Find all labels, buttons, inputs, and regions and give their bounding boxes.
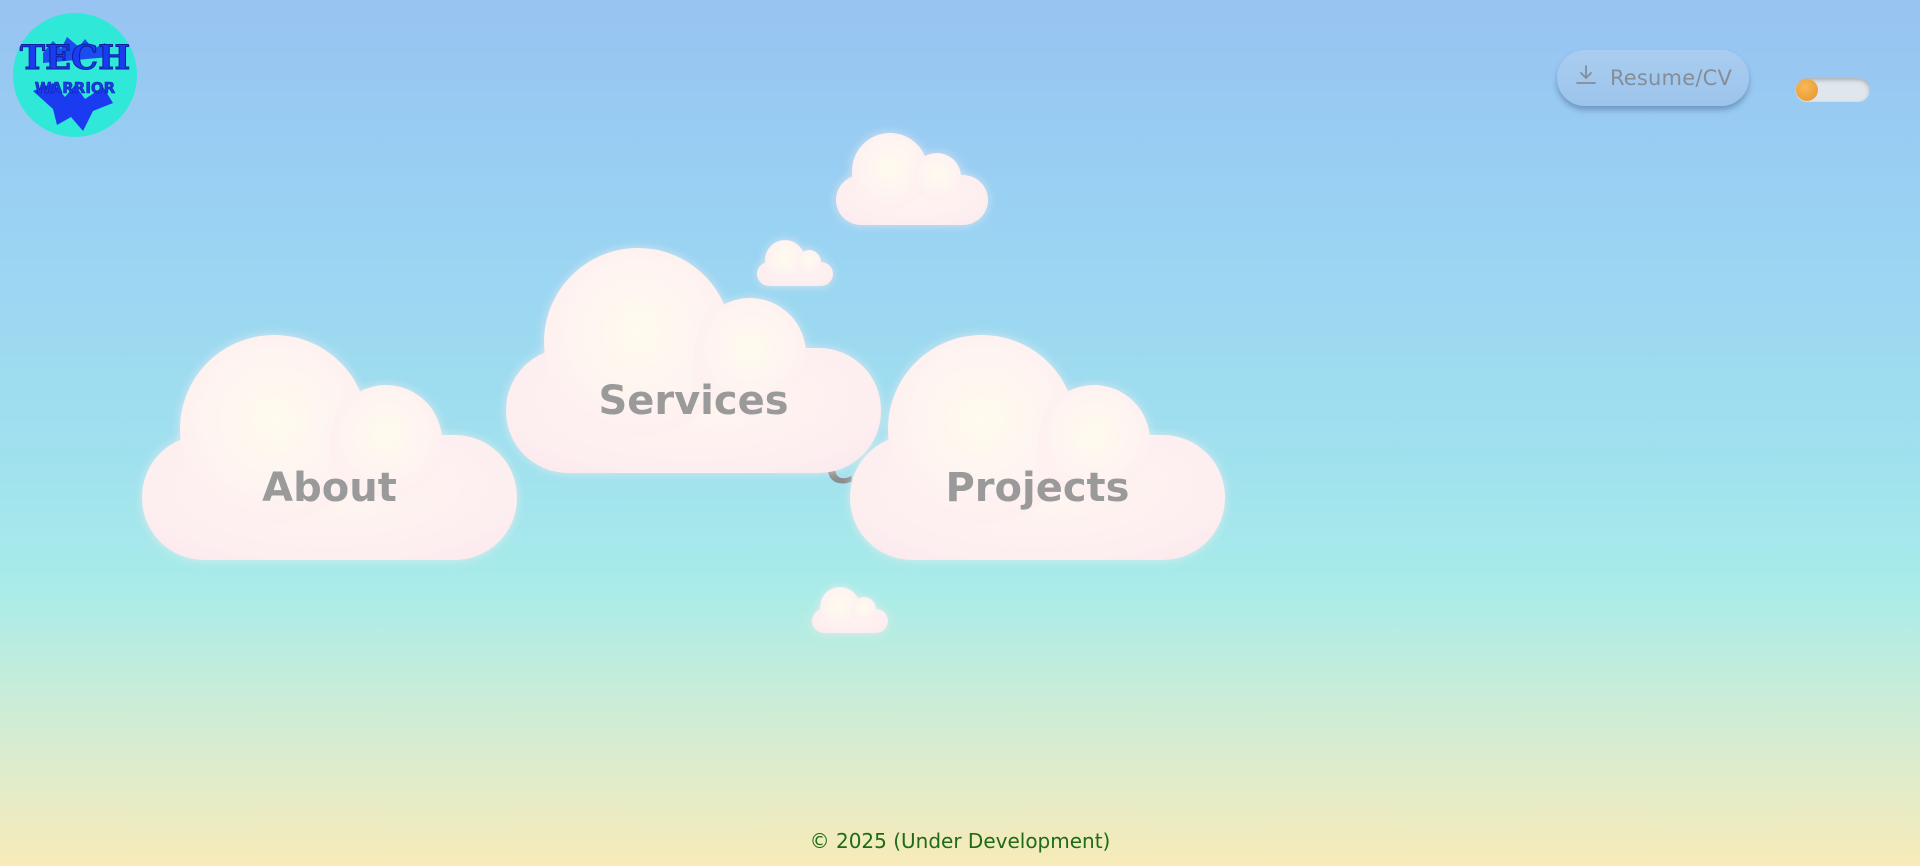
decorative-cloud-bottom (812, 587, 888, 633)
logo-text-top: TECH (20, 38, 130, 78)
nav-projects[interactable]: Projects (945, 465, 1130, 511)
tech-warrior-logo-icon: TECH WARRIOR (19, 37, 131, 131)
resume-cv-button[interactable]: Resume/CV (1557, 50, 1749, 106)
footer-copyright: © 2025 (Under Development) (809, 829, 1111, 853)
decorative-cloud-small (757, 240, 833, 286)
logo[interactable]: TECH WARRIOR (13, 13, 137, 137)
theme-toggle[interactable] (1795, 78, 1870, 102)
logo-text-bottom: WARRIOR (35, 79, 116, 97)
nav-about[interactable]: About (262, 465, 397, 511)
nav-services[interactable]: Services (598, 378, 789, 424)
projects-cloud[interactable]: Projects (850, 335, 1225, 560)
services-cloud[interactable]: Services (506, 248, 881, 473)
theme-toggle-knob (1796, 79, 1818, 101)
decorative-cloud-top (836, 133, 988, 225)
download-icon (1576, 65, 1596, 84)
about-cloud[interactable]: About (142, 335, 517, 560)
resume-cv-label: Resume/CV (1609, 66, 1733, 90)
